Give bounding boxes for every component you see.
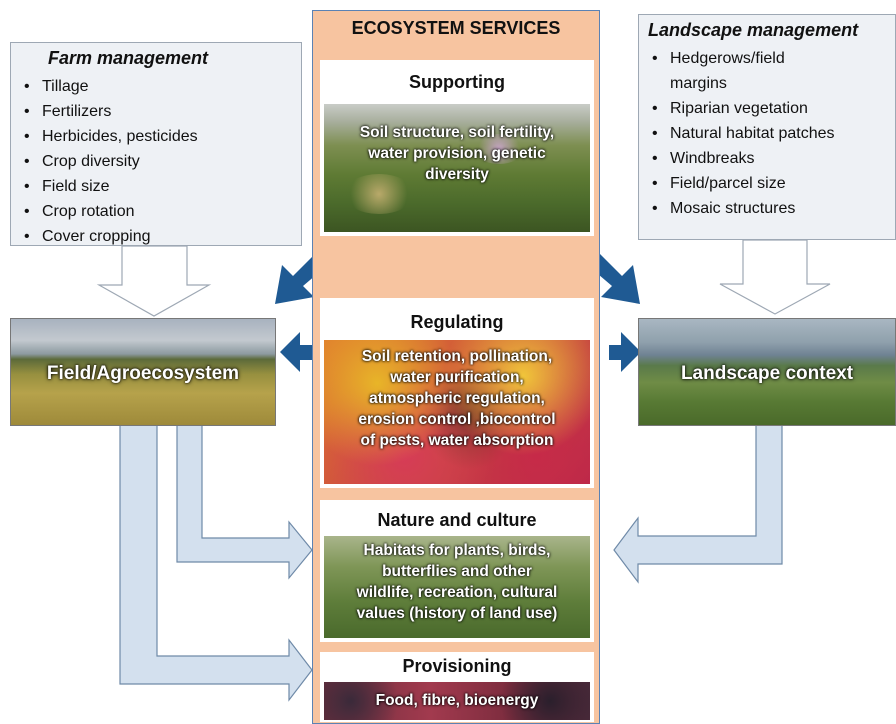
list-item: •Field/parcel size	[652, 175, 786, 192]
field-agroecosystem-photo: Field/Agroecosystem	[10, 318, 276, 426]
list-item: •Tillage	[24, 78, 89, 95]
landscape-context-photo: Landscape context	[638, 318, 896, 426]
nature-culture-text: Habitats for plants, birds, butterflies …	[356, 542, 558, 622]
supporting-photo: Soil structure, soil fertility, water pr…	[324, 104, 590, 232]
field-agroecosystem-label: Field/Agroecosystem	[46, 363, 240, 384]
list-item: margins	[670, 75, 727, 92]
field-to-provisioning-arrow	[119, 424, 313, 702]
nature-culture-photo: Habitats for plants, birds, butterflies …	[324, 536, 590, 638]
field-to-nature-culture-arrow	[176, 424, 313, 580]
landscape-mgmt-to-context-arrow	[719, 239, 831, 315]
farm-management-list: •Tillage •Fertilizers •Herbicides, pesti…	[20, 74, 198, 249]
farm-management-box	[10, 42, 302, 246]
list-item: •Mosaic structures	[652, 200, 796, 217]
landscape-management-title: Landscape management	[648, 20, 859, 40]
supporting-title: Supporting	[409, 72, 505, 92]
list-item: •Fertilizers	[24, 103, 112, 120]
regulating-to-landscape-arrow	[609, 332, 641, 372]
list-item: •Riparian vegetation	[652, 100, 808, 117]
nature-culture-title: Nature and culture	[377, 510, 537, 530]
flower-patch	[344, 174, 414, 214]
provisioning-card: Provisioning Food, fibre, bioenergy	[320, 652, 594, 722]
flower-patch	[474, 134, 524, 164]
landscape-context-label: Landscape context	[680, 363, 854, 384]
provisioning-text: Food, fibre, bioenergy	[375, 692, 539, 709]
regulating-title: Regulating	[410, 312, 504, 332]
landscape-management-box	[638, 14, 896, 240]
list-item: •Crop rotation	[24, 203, 135, 220]
list-item: •Cover cropping	[24, 228, 151, 245]
ecosystem-services-title: ECOSYSTEM SERVICES	[351, 18, 561, 38]
list-item: •Hedgerows/field	[652, 50, 785, 67]
farm-management-title: Farm management	[48, 48, 209, 68]
landscape-to-nature-culture-arrow	[613, 424, 783, 584]
nature-culture-card: Nature and culture Habitats for plants, …	[320, 500, 594, 642]
provisioning-title: Provisioning	[402, 656, 512, 676]
farm-to-field-arrow	[96, 245, 212, 317]
regulating-text: Soil retention, pollination, water purif…	[358, 348, 556, 449]
regulating-to-field-arrow	[280, 332, 312, 372]
list-item: •Natural habitat patches	[652, 125, 835, 142]
landscape-management-list: •Hedgerows/field margins •Riparian veget…	[648, 46, 835, 221]
supporting-text: Soil structure, soil fertility, water pr…	[359, 124, 555, 183]
list-item: •Field size	[24, 178, 110, 195]
regulating-card: Regulating Soil retention, pollination, …	[320, 298, 594, 488]
regulating-photo: Soil retention, pollination, water purif…	[324, 340, 590, 484]
list-item: •Crop diversity	[24, 153, 140, 170]
supporting-card: Supporting Soil structure, soil fertilit…	[320, 60, 594, 236]
list-item: •Windbreaks	[652, 150, 755, 167]
provisioning-photo: Food, fibre, bioenergy	[324, 682, 590, 720]
list-item: •Herbicides, pesticides	[24, 128, 198, 145]
